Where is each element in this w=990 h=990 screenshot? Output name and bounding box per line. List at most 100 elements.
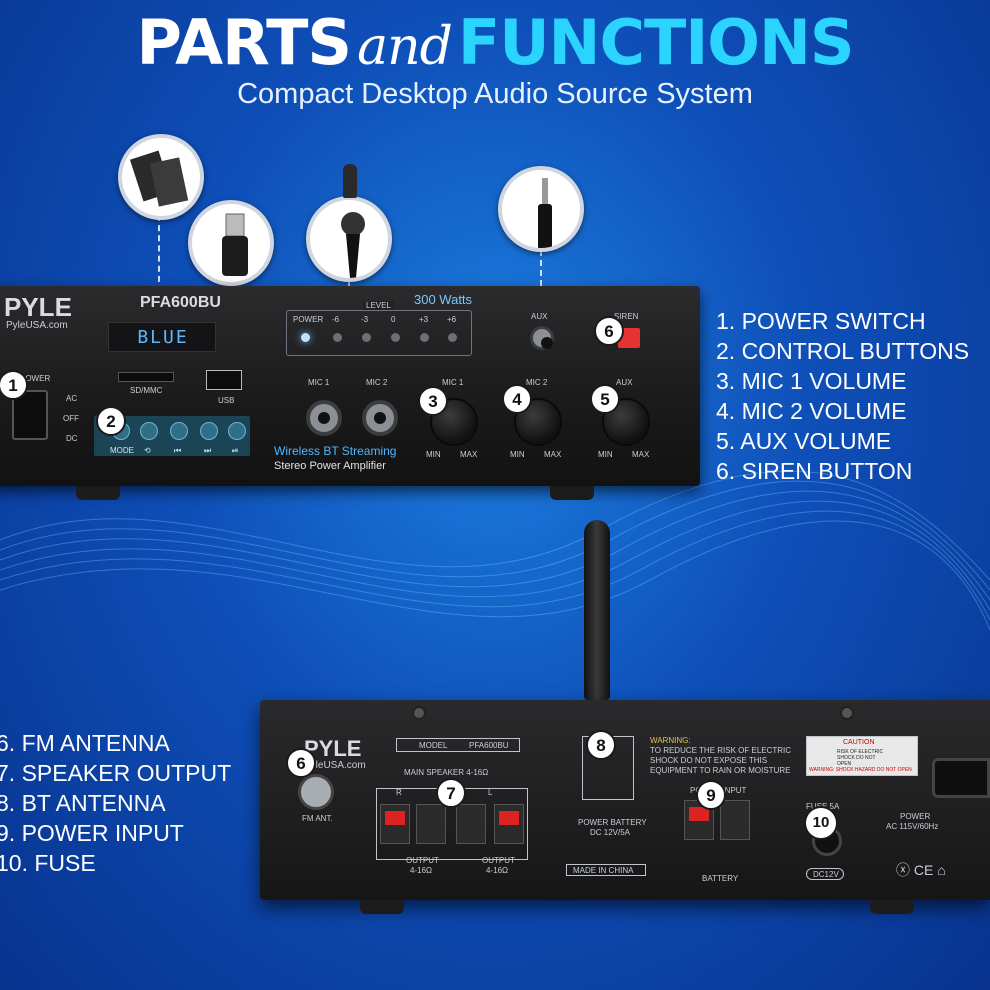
knob-min-mic2: MIN xyxy=(510,450,525,459)
sd-card-slot[interactable] xyxy=(118,372,174,382)
speaker-terminal-r-pos[interactable] xyxy=(380,804,410,844)
badge-7: 7 xyxy=(436,778,466,808)
power-battery-spec: DC 12V/5A xyxy=(590,828,631,837)
aux-jack-label: AUX xyxy=(531,312,548,321)
knob-label-mic2: MIC 2 xyxy=(526,378,548,387)
rear-foot-right xyxy=(870,900,914,914)
rear-foot-left xyxy=(360,900,404,914)
badge-10: 10 xyxy=(804,806,838,840)
function-item: 4. MIC 2 VOLUME xyxy=(716,398,907,424)
led-label-m6: -6 xyxy=(332,315,340,324)
model-label: MODEL xyxy=(419,741,448,750)
switch-label-ac: AC xyxy=(66,394,78,403)
badge-8: 8 xyxy=(586,730,616,760)
usb-port[interactable] xyxy=(206,370,242,390)
led-m3 xyxy=(362,333,371,342)
warning-text: TO REDUCE THE RISK OF ELECTRIC SHOCK DO … xyxy=(650,746,792,775)
function-item: 6. SIREN BUTTON xyxy=(716,458,913,484)
usb-port-label: USB xyxy=(218,396,235,405)
power-input-terminal-neg[interactable] xyxy=(720,800,750,840)
aux-callout-line xyxy=(540,250,542,316)
badge-1: 1 xyxy=(0,370,28,400)
dc12v-label: DC12V xyxy=(806,868,844,880)
ctrl-label-next: ⏭ xyxy=(204,446,212,455)
led-m6 xyxy=(333,333,342,342)
fm-antenna-jack[interactable] xyxy=(298,774,334,810)
rear-panel: PYLE PyleUSA.com MODEL PFA600BU MAIN SPE… xyxy=(260,700,990,900)
output-ohms-l: 4-16Ω xyxy=(486,866,508,875)
battery-label: BATTERY xyxy=(702,874,739,883)
power-label-rear: POWER xyxy=(900,812,931,821)
bt-streaming-label: Wireless BT Streaming xyxy=(274,444,397,458)
sd-slot-label: SD/MMC xyxy=(130,386,163,395)
ctrl-label-play: ⏯ xyxy=(232,446,239,455)
knob-label-mic1: MIC 1 xyxy=(442,378,464,387)
function-item: 2. CONTROL BUTTONS xyxy=(716,338,970,364)
front-antenna-stub xyxy=(343,164,357,198)
knob-max-aux: MAX xyxy=(632,450,650,459)
ctrl-label-repeat: ⟲ xyxy=(144,446,151,455)
output-ohms-r: 4-16Ω xyxy=(410,866,432,875)
led-power xyxy=(301,333,310,342)
led-0 xyxy=(391,333,400,342)
title-parts: PARTS xyxy=(136,6,352,79)
knob-min-aux: MIN xyxy=(598,450,613,459)
front-functions-list: 1. POWER SWITCH 2. CONTROL BUTTONS 3. MI… xyxy=(716,306,969,486)
power-spec: AC 115V/60Hz xyxy=(886,822,939,831)
mic1-jack[interactable] xyxy=(306,400,342,436)
display-text: BLUE xyxy=(137,327,189,348)
caution-label: CAUTION RISK OF ELECTRIC SHOCK DO NOT OP… xyxy=(806,736,918,776)
speaker-terminal-l-pos[interactable] xyxy=(494,804,524,844)
led-label-p3: +3 xyxy=(419,315,429,324)
screw xyxy=(840,706,854,720)
main-speaker-label: MAIN SPEAKER 4-16Ω xyxy=(404,768,489,777)
led-label-m3: -3 xyxy=(361,315,369,324)
play-pause-button[interactable] xyxy=(228,422,246,440)
rear-website: PyleUSA.com xyxy=(304,760,366,771)
front-foot-right xyxy=(550,486,594,500)
front-brand-logo: PYLE xyxy=(4,292,72,322)
function-item: 3. MIC 1 VOLUME xyxy=(716,368,907,394)
title-functions: FUNCTIONS xyxy=(457,6,855,79)
front-website: PyleUSA.com xyxy=(6,320,68,331)
front-foot-left xyxy=(76,486,120,500)
led-label-power: POWER xyxy=(293,315,324,324)
caution-text: CAUTION xyxy=(843,739,875,746)
switch-label-off: OFF xyxy=(63,414,79,423)
led-label-0: 0 xyxy=(391,315,396,324)
front-model: PFA600BU xyxy=(140,294,221,311)
subtitle: Compact Desktop Audio Source System xyxy=(237,78,753,110)
badge-9: 9 xyxy=(696,780,726,810)
made-in-label: MADE IN CHINA xyxy=(566,864,646,876)
amp-label: Stereo Power Amplifier xyxy=(274,460,386,472)
rear-functions-list: 6. FM ANTENNA 7. SPEAKER OUTPUT 8. BT AN… xyxy=(0,728,231,878)
fm-ant-label: FM ANT. xyxy=(302,814,333,823)
made-in-text: MADE IN CHINA xyxy=(573,866,634,875)
speaker-terminal-l-neg[interactable] xyxy=(456,804,486,844)
speaker-terminal-r-neg[interactable] xyxy=(416,804,446,844)
shock-warning: WARNING: SHOCK HAZARD DO NOT OPEN xyxy=(809,767,912,773)
channel-r-label: R xyxy=(396,788,402,797)
aux-input-jack[interactable] xyxy=(530,326,554,350)
power-battery-label: POWER BATTERY xyxy=(578,818,647,827)
bt-antenna xyxy=(584,520,610,700)
power-cord xyxy=(932,758,990,798)
badge-2: 2 xyxy=(96,406,126,436)
prev-button[interactable] xyxy=(170,422,188,440)
ctrl-label-mode: MODE xyxy=(110,446,134,455)
switch-label-dc: DC xyxy=(66,434,78,443)
display-screen: BLUE xyxy=(108,322,216,352)
knob-min-mic1: MIN xyxy=(426,450,441,459)
dc12v-text: DC12V xyxy=(813,870,839,879)
knob-max-mic2: MAX xyxy=(544,450,562,459)
mic2-jack[interactable] xyxy=(362,400,398,436)
knob-label-aux: AUX xyxy=(616,378,633,387)
sd-card-icon xyxy=(118,134,204,220)
front-panel: PYLE PyleUSA.com PFA600BU 300 Watts BLUE… xyxy=(0,286,700,500)
next-button[interactable] xyxy=(200,422,218,440)
repeat-button[interactable] xyxy=(140,422,158,440)
warning-title: WARNING: xyxy=(650,736,691,745)
mic1-jack-label: MIC 1 xyxy=(308,378,330,387)
function-item: 9. POWER INPUT xyxy=(0,820,184,846)
